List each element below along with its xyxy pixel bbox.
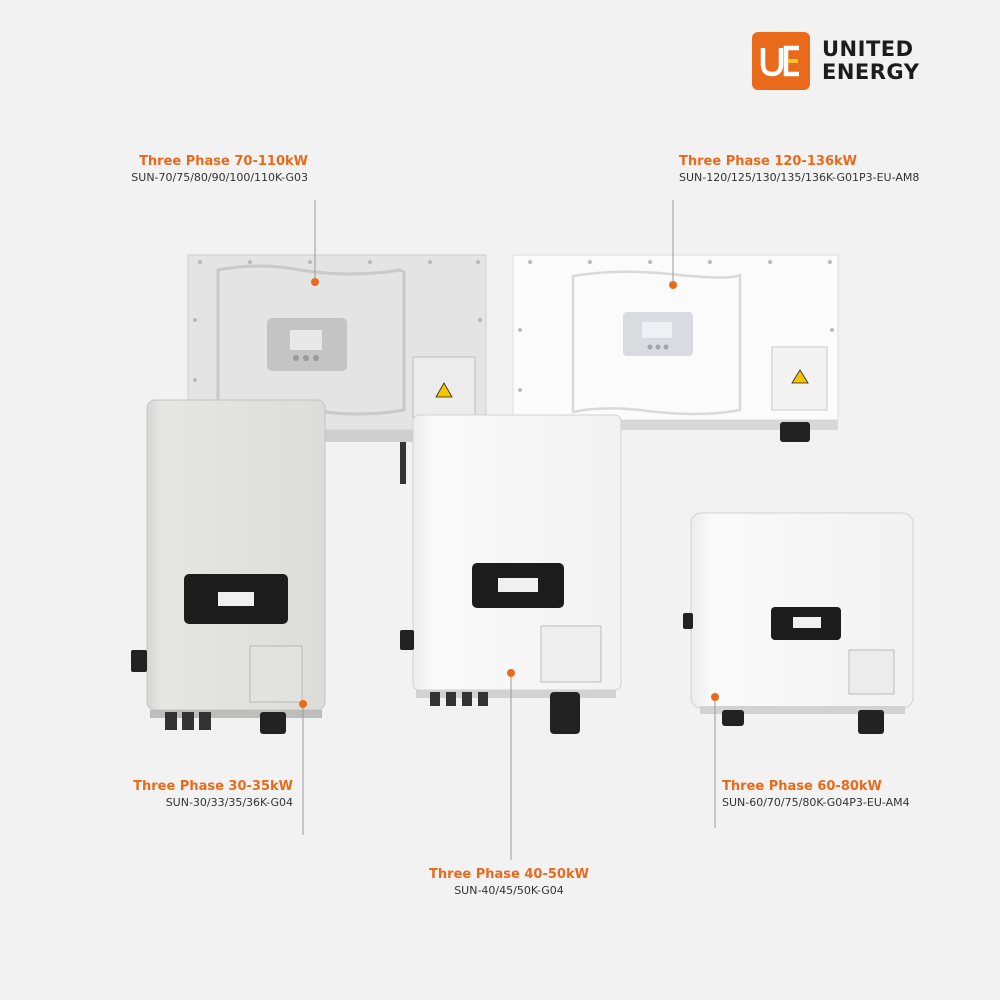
- product-title: Three Phase 60-80kW: [722, 779, 882, 794]
- ue-logo-icon: [760, 45, 799, 77]
- inverter-60-80kw: [683, 512, 914, 734]
- inverter-30-35kw: [131, 399, 326, 734]
- callout-60-80kw: [711, 693, 719, 828]
- callout-120-136kw: [669, 200, 677, 289]
- product-model: SUN-30/33/35/36K-G04: [165, 796, 293, 809]
- callout-40-50kw: [507, 669, 515, 860]
- product-title: Three Phase 30-35kW: [133, 779, 293, 794]
- product-title: Three Phase 70-110kW: [139, 154, 308, 169]
- product-model: SUN-120/125/130/135/136K-G01P3-EU-AM8: [679, 171, 920, 184]
- product-model: SUN-70/75/80/90/100/110K-G03: [131, 171, 308, 184]
- product-label-30-35kw: Three Phase 30-35kW SUN-30/33/35/36K-G04: [120, 778, 293, 811]
- product-label-40-50kw: Three Phase 40-50kW SUN-40/45/50K-G04: [409, 866, 609, 899]
- callout-30-35kw: [299, 700, 307, 835]
- product-model: SUN-60/70/75/80K-G04P3-EU-AM4: [722, 796, 910, 809]
- brand-line1: UNITED: [822, 37, 914, 61]
- brand-name: UNITED ENERGY: [822, 38, 919, 84]
- product-title: Three Phase 40-50kW: [429, 867, 589, 882]
- brand-line2: ENERGY: [822, 60, 920, 84]
- brand: UNITED ENERGY: [752, 32, 919, 90]
- product-model: SUN-40/45/50K-G04: [454, 884, 564, 897]
- brand-logo: [752, 32, 810, 90]
- product-label-70-110kw: Three Phase 70-110kW SUN-70/75/80/90/100…: [120, 153, 308, 186]
- inverter-40-50kw: [400, 414, 622, 734]
- product-title: Three Phase 120-136kW: [679, 154, 857, 169]
- product-label-120-136kw: Three Phase 120-136kW SUN-120/125/130/13…: [679, 153, 979, 186]
- product-label-60-80kw: Three Phase 60-80kW SUN-60/70/75/80K-G04…: [722, 778, 982, 811]
- callout-70-110kw: [311, 200, 319, 286]
